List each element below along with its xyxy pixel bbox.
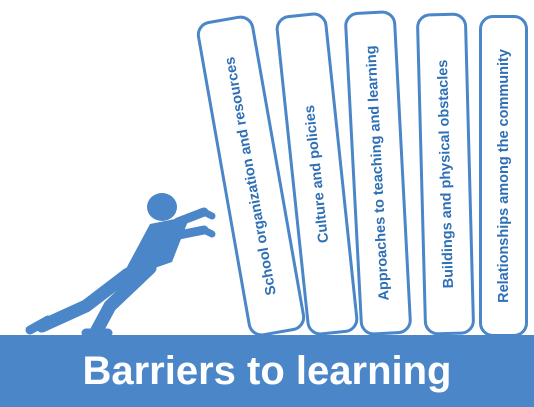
banner-title: Barriers to learning: [82, 349, 452, 393]
panel-relationships: Relationships among the community: [479, 15, 528, 337]
banner: [0, 335, 534, 407]
